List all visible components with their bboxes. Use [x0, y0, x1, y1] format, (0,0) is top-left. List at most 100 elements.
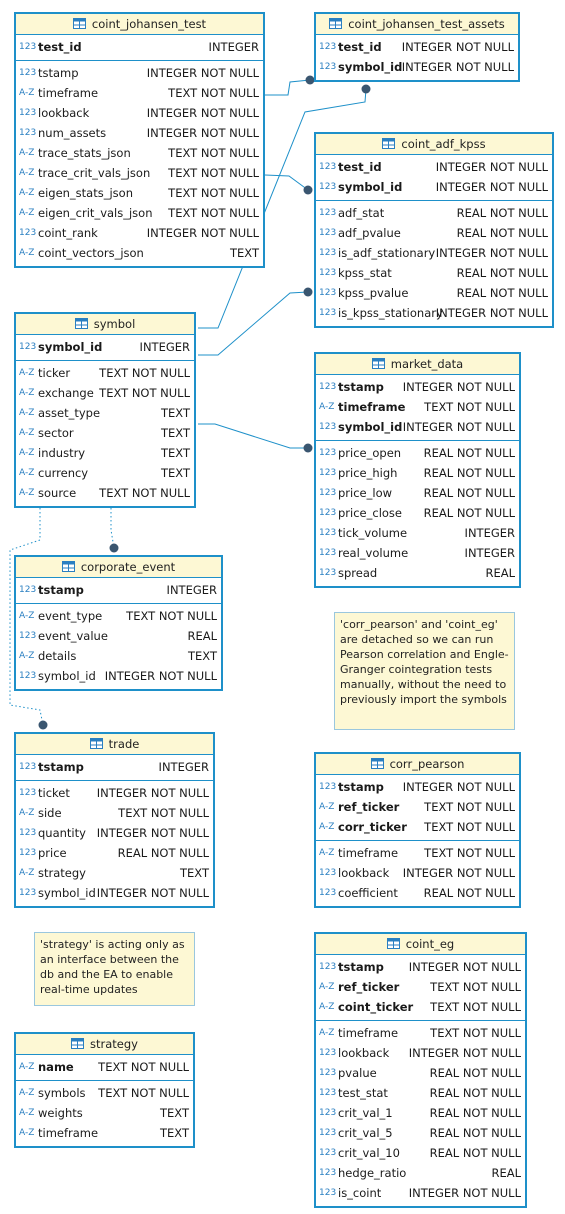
entity-header[interactable]: coint_johansen_test [16, 14, 263, 35]
column-type: REAL NOT NULL [456, 286, 548, 300]
entity-header[interactable]: corporate_event [16, 557, 221, 578]
column-name: symbol_id [38, 669, 96, 683]
entity-header[interactable]: strategy [16, 1034, 193, 1055]
entity-header[interactable]: coint_eg [316, 934, 525, 955]
entity-header[interactable]: market_data [316, 354, 519, 375]
column-name: ticker [38, 366, 71, 380]
entity-header[interactable]: coint_adf_kpss [316, 134, 552, 155]
entity-header[interactable]: symbol [16, 314, 194, 335]
fk-endpoint-adf-kpss-symbol [303, 287, 313, 297]
entity-header[interactable]: trade [16, 734, 213, 755]
text-type-icon: A-Z [19, 448, 35, 458]
entity-header[interactable]: coint_johansen_test_assets [316, 14, 518, 35]
entity-header[interactable]: corr_pearson [316, 754, 519, 775]
column-type: INTEGER [464, 546, 515, 560]
column-name: symbols [38, 1086, 86, 1100]
